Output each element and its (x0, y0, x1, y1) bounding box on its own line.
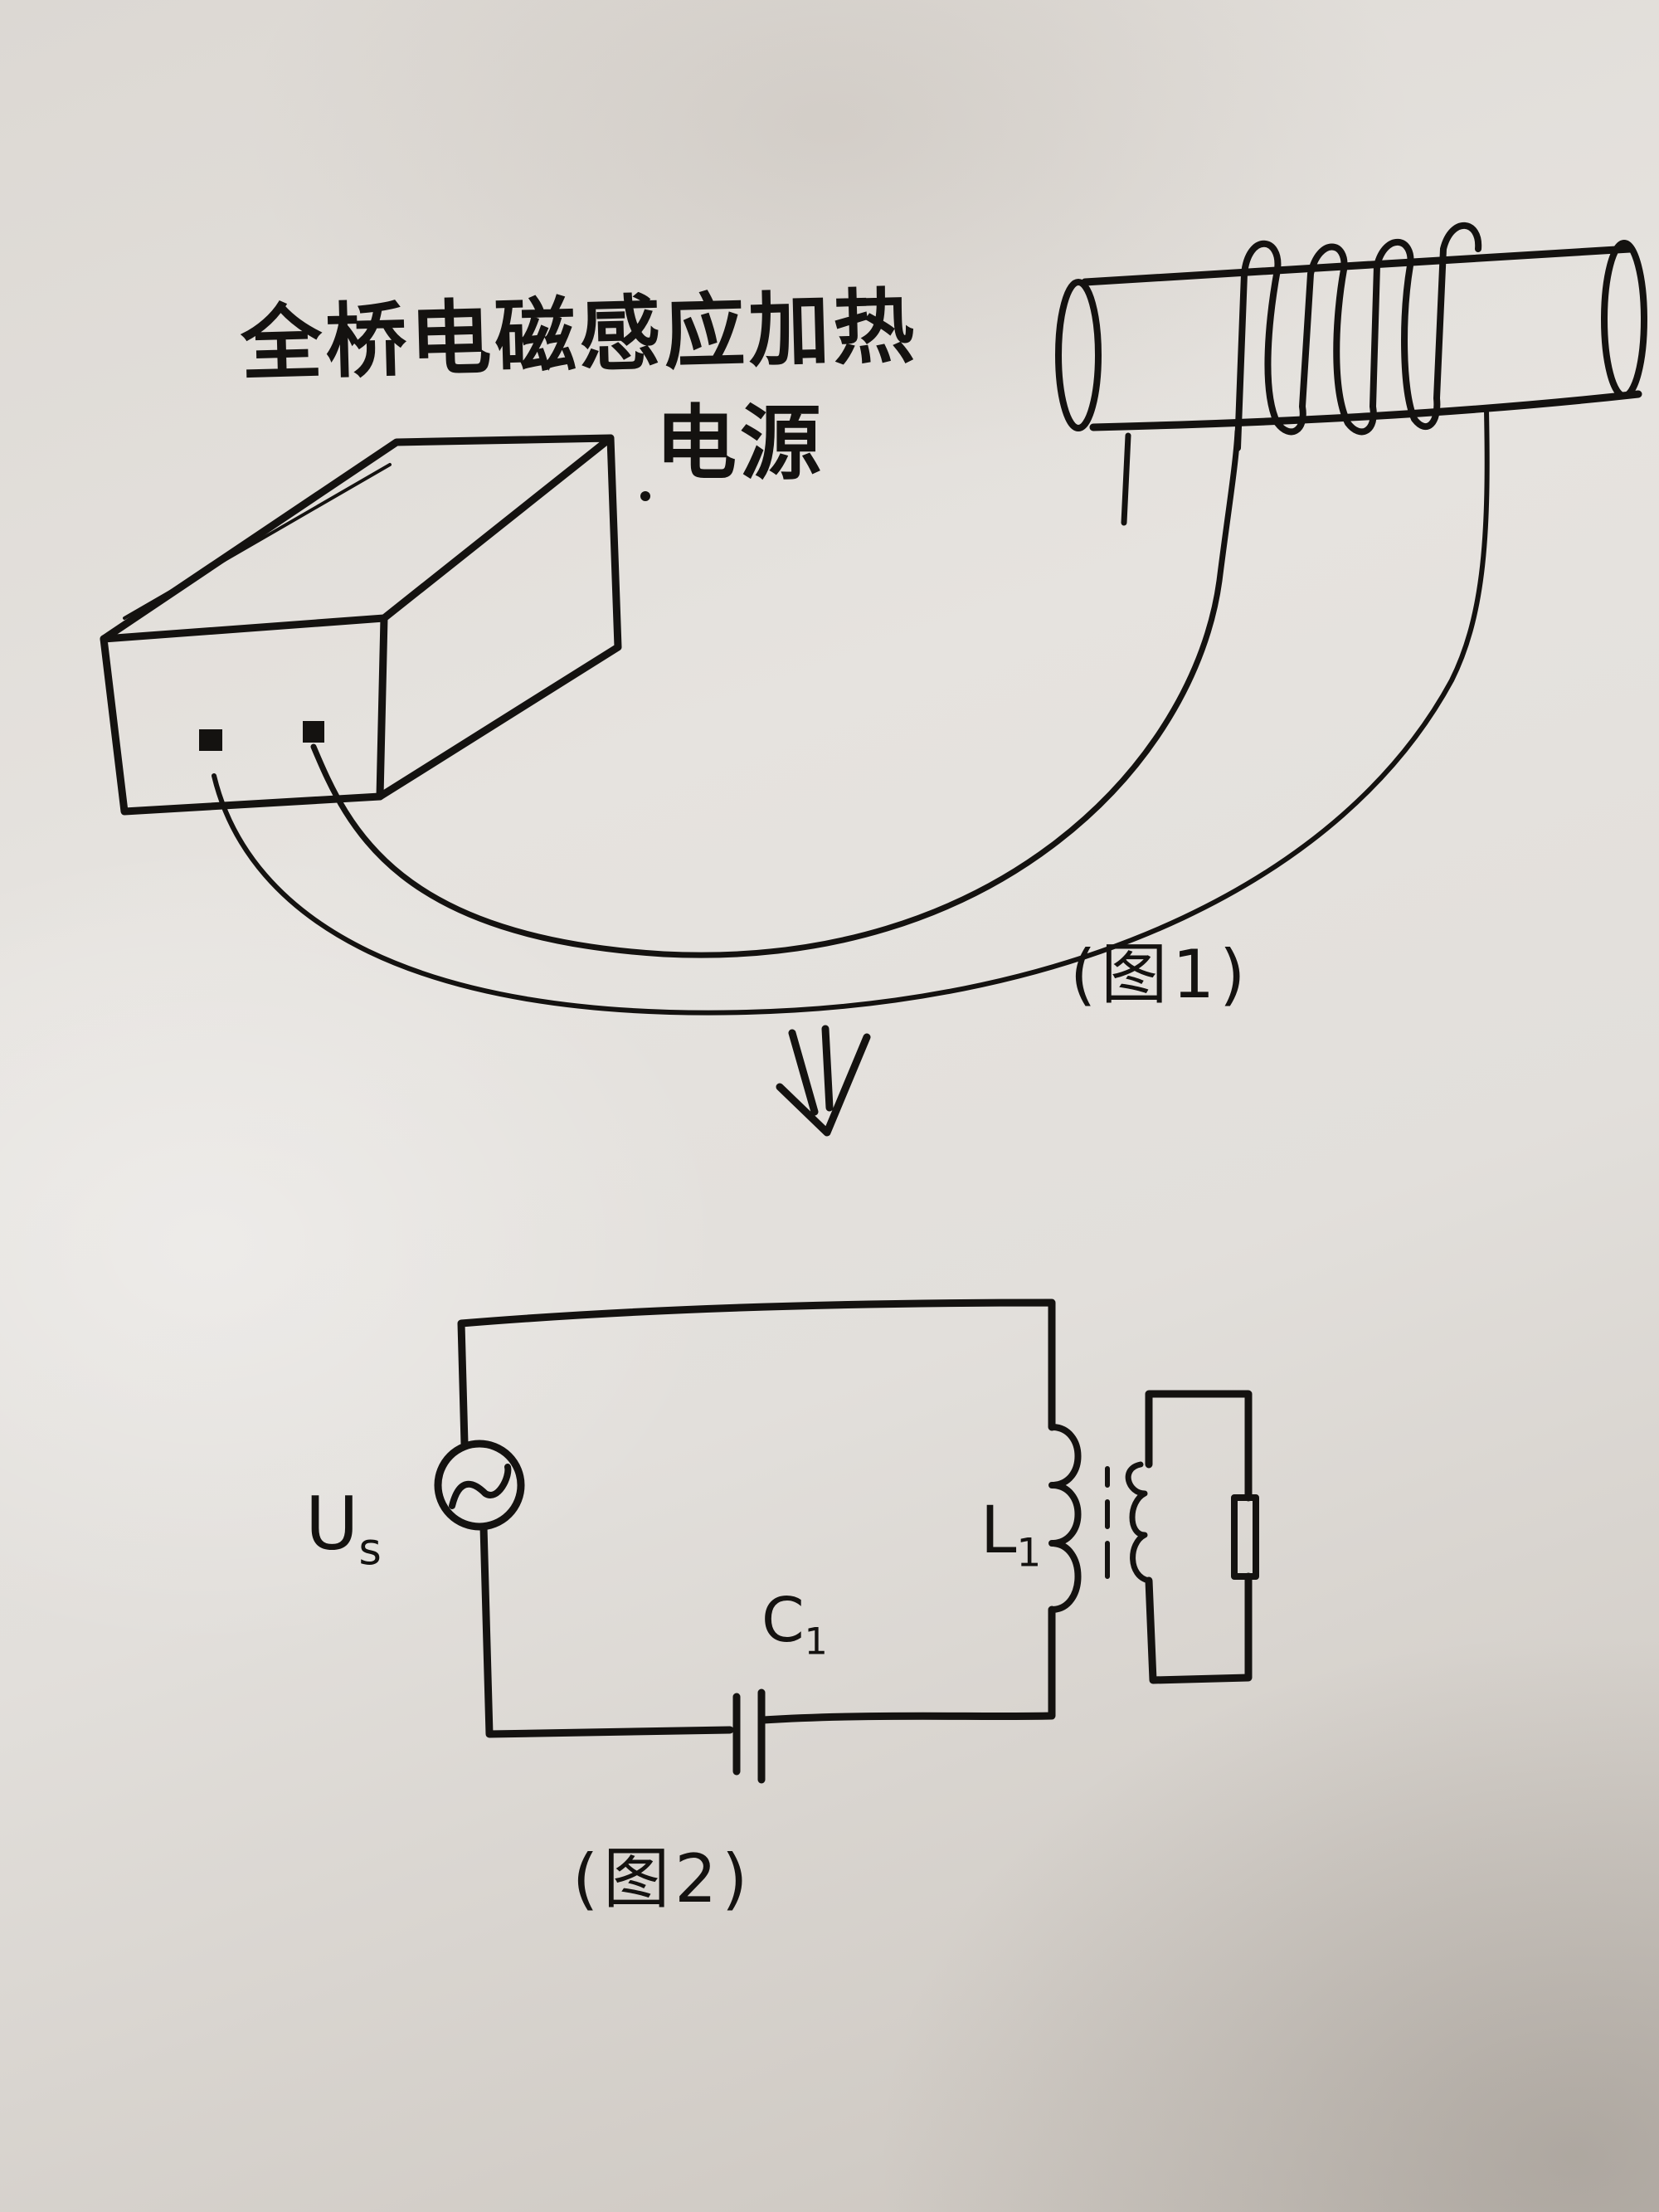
box-top-edge-sketch (123, 463, 392, 620)
tube-stand (1121, 432, 1131, 526)
cable-left (212, 408, 1490, 1016)
tube-bottom-edge (1089, 390, 1642, 431)
load-loop (1145, 1390, 1259, 1684)
box-top-face (100, 434, 615, 643)
output-terminal-right (303, 721, 324, 743)
load-resistor-icon (1231, 1494, 1259, 1580)
inductor-label: L1 (980, 1493, 1041, 1576)
tube-left-end (1055, 279, 1102, 431)
wire-bottom-left (479, 1523, 734, 1738)
box-side-face (376, 434, 622, 801)
source-label-subscript: s (358, 1524, 382, 1576)
source-label-main: U (305, 1481, 359, 1566)
tube-workpiece (1055, 240, 1647, 526)
box-front-face (100, 614, 388, 816)
cables (212, 408, 1490, 1016)
induction-coil (1234, 222, 1482, 451)
tube-right-end (1601, 240, 1647, 399)
figure1-caption: (图1) (1070, 936, 1251, 1013)
load-wire-top (1145, 1390, 1253, 1502)
capacitor-label: C1 (761, 1585, 828, 1664)
equivalent-circuit (434, 1298, 1259, 1784)
wire-bottom-right (759, 1605, 1056, 1724)
inductor-label-subscript: 1 (1016, 1531, 1042, 1576)
transition-arrow-icon (776, 1025, 871, 1137)
power-supply-box (100, 434, 650, 816)
diagram-title-line2: 电源 (655, 397, 825, 491)
tube-top-edge (1081, 245, 1634, 286)
wire-top (457, 1298, 1056, 1448)
source-label: Us (305, 1481, 382, 1575)
ac-voltage-source-icon (434, 1440, 525, 1531)
coil-turns (1234, 222, 1482, 451)
capacitor-label-subscript: 1 (804, 1620, 828, 1664)
figure2-caption: (图2) (572, 1840, 753, 1917)
output-terminal-left (199, 729, 222, 751)
ink-dot (640, 491, 650, 501)
inductor-label-main: L (980, 1493, 1017, 1568)
cable-right (310, 428, 1241, 958)
load-wire-bottom (1145, 1572, 1253, 1684)
capacitor-icon (732, 1688, 766, 1784)
secondary-coil-icon (1105, 1461, 1152, 1584)
capacitor-label-main: C (761, 1585, 805, 1656)
inductor-coil-icon (1048, 1424, 1082, 1613)
